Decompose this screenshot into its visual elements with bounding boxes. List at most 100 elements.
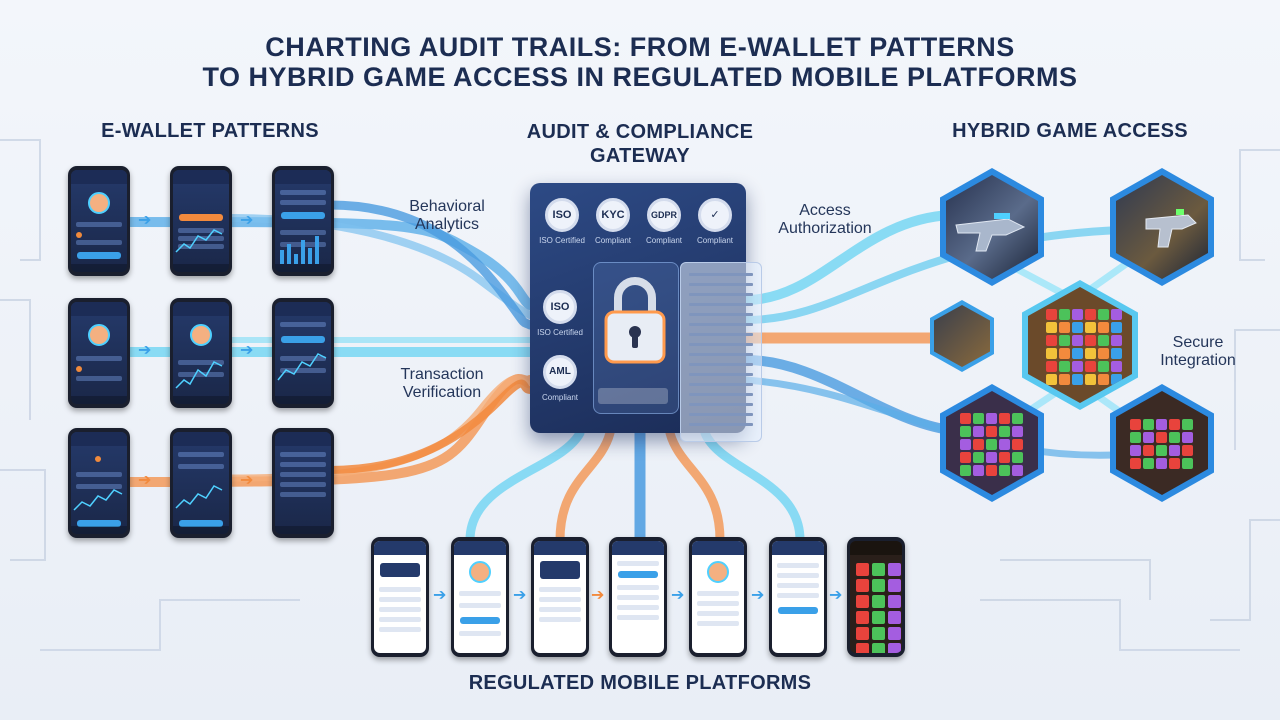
game-tile-shooter-2 xyxy=(1110,168,1214,286)
gem-icon xyxy=(1143,419,1154,430)
flow-label-transaction-line2: Verification xyxy=(402,384,482,401)
gateway-status-bar xyxy=(598,388,668,404)
gem-icon xyxy=(1098,335,1109,346)
aml-badge-icon: AML xyxy=(543,355,577,389)
gdpr-badge-icon: GDPR xyxy=(647,198,681,232)
gem-icon xyxy=(1156,432,1167,443)
flow-label-access: Access Authorization xyxy=(765,202,885,238)
gem-icon xyxy=(872,643,885,653)
gem-icon xyxy=(1111,374,1122,385)
gem-icon xyxy=(1085,374,1096,385)
flow-label-access-line2: Authorization xyxy=(778,220,872,237)
gem-icon xyxy=(1085,322,1096,333)
gem-icon xyxy=(856,643,869,653)
gem-icon xyxy=(1182,458,1193,469)
gem-icon xyxy=(986,413,997,424)
gem-icon xyxy=(986,426,997,437)
kyc-badge-icon: KYC xyxy=(596,198,630,232)
gem-icon xyxy=(1085,335,1096,346)
regulated-phone xyxy=(531,537,589,657)
flow-label-behavioral-line1: Behavioral xyxy=(409,198,485,215)
gem-icon xyxy=(1072,361,1083,372)
arrow-right-icon: ➔ xyxy=(240,212,254,229)
avatar-icon xyxy=(707,561,729,583)
gem-icon xyxy=(1143,458,1154,469)
regulated-phone-game xyxy=(847,537,905,657)
flow-label-secure-line1: Secure xyxy=(1172,334,1224,351)
gem-icon xyxy=(1156,458,1167,469)
gem-icon xyxy=(1012,452,1023,463)
gem-icon xyxy=(872,579,885,592)
ewallet-phone xyxy=(272,428,334,538)
gem-icon xyxy=(1169,432,1180,443)
gem-icon xyxy=(1059,322,1070,333)
gem-icon xyxy=(1098,309,1109,320)
gem-icon xyxy=(1130,445,1141,456)
gem-icon xyxy=(960,465,971,476)
iso-badge-caption: ISO Certified xyxy=(539,236,585,245)
gem-icon xyxy=(872,627,885,640)
check-badge-icon: ✓ xyxy=(698,198,732,232)
gem-icon xyxy=(1085,348,1096,359)
regulated-phone xyxy=(689,537,747,657)
gem-icon xyxy=(1169,458,1180,469)
game-tile-match-board xyxy=(1022,280,1138,410)
gem-icon xyxy=(1046,335,1057,346)
gem-icon xyxy=(973,439,984,450)
arrow-right-icon: ➔ xyxy=(829,587,843,604)
lock-icon xyxy=(604,277,666,364)
gem-icon xyxy=(1130,419,1141,430)
gem-icon xyxy=(973,465,984,476)
gem-icon xyxy=(960,439,971,450)
arrow-right-icon: ➔ xyxy=(138,342,152,359)
gem-icon xyxy=(1059,361,1070,372)
gem-icon xyxy=(1111,309,1122,320)
regulated-phone xyxy=(371,537,429,657)
gem-icon xyxy=(1012,465,1023,476)
gem-icon xyxy=(872,595,885,608)
arrow-right-icon: ➔ xyxy=(240,342,254,359)
gem-icon xyxy=(1072,348,1083,359)
gem-icon xyxy=(888,563,901,576)
diagram-title-line2: TO HYBRID GAME ACCESS IN REGULATED MOBIL… xyxy=(202,62,1078,92)
gem-icon xyxy=(1182,419,1193,430)
ewallet-phone xyxy=(170,428,232,538)
iso-badge-icon: ISO xyxy=(545,198,579,232)
gem-icon xyxy=(888,643,901,653)
gem-icon xyxy=(1143,432,1154,443)
gem-icon xyxy=(1098,374,1109,385)
gem-icon xyxy=(856,563,869,576)
gem-icon xyxy=(888,611,901,624)
gem-icon xyxy=(1072,309,1083,320)
arrow-right-icon: ➔ xyxy=(513,587,527,604)
section-gateway-line1: AUDIT & COMPLIANCE xyxy=(526,121,754,143)
gem-icon xyxy=(856,579,869,592)
arrow-right-icon: ➔ xyxy=(751,587,765,604)
gem-icon xyxy=(999,426,1010,437)
iso-side-badge-caption: ISO Certified xyxy=(537,328,583,337)
arrow-right-icon: ➔ xyxy=(591,587,605,604)
game-tile-gems xyxy=(1110,384,1214,502)
regulated-phone xyxy=(769,537,827,657)
gem-icon xyxy=(1046,348,1057,359)
gun-icon xyxy=(1145,209,1197,248)
iso-side-badge-icon: ISO xyxy=(543,290,577,324)
gem-icon xyxy=(1059,309,1070,320)
gem-icon xyxy=(1046,361,1057,372)
gem-icon xyxy=(872,611,885,624)
gem-icon xyxy=(1059,335,1070,346)
gem-icon xyxy=(1046,322,1057,333)
gem-icon xyxy=(960,413,971,424)
avatar-icon xyxy=(88,192,110,214)
ewallet-phone xyxy=(272,298,334,408)
aml-badge-caption: Compliant xyxy=(541,393,578,402)
gem-icon xyxy=(1046,309,1057,320)
ewallet-phone xyxy=(272,166,334,276)
gem-icon xyxy=(999,439,1010,450)
section-ewallet-patterns: E-WALLET PATTERNS xyxy=(101,120,319,142)
arrow-right-icon: ➔ xyxy=(671,587,685,604)
gem-icon xyxy=(1059,374,1070,385)
diagram-title-line1: CHARTING AUDIT TRAILS: FROM E-WALLET PAT… xyxy=(265,32,1015,62)
arrow-right-icon: ➔ xyxy=(433,587,447,604)
flow-label-secure: Secure Integration xyxy=(1148,334,1248,370)
